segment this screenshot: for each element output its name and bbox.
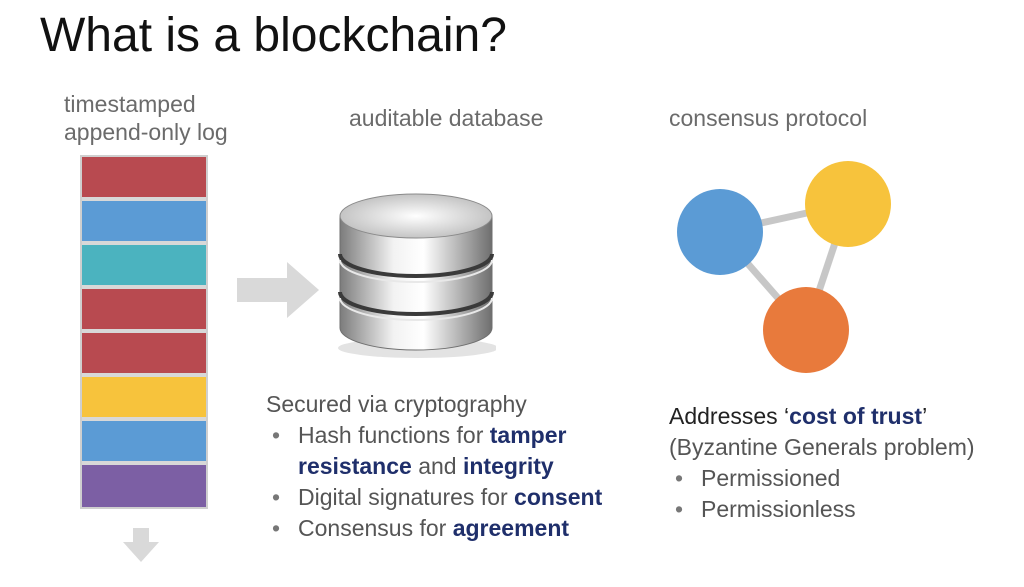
log-block <box>82 201 206 245</box>
bullet-signatures: Digital signatures for consent <box>266 482 666 513</box>
bullet-permissionless: Permissionless <box>669 494 1019 525</box>
right-arrow-icon <box>237 262 319 318</box>
log-block <box>82 377 206 421</box>
bullet-hash-text: Hash functions for <box>298 422 490 448</box>
bullet-consensus-text: Consensus for <box>298 515 453 541</box>
trust-heading-pre: Addresses ‘ <box>669 403 790 429</box>
log-block <box>82 157 206 201</box>
log-label-line2: append-only log <box>64 119 228 145</box>
database-label: auditable database <box>349 105 544 131</box>
log-block <box>82 245 206 289</box>
down-arrow-icon <box>123 528 159 562</box>
trust-bullets: Permissioned Permissionless <box>669 463 1019 525</box>
network-node-blue <box>677 189 763 275</box>
cryptography-text: Secured via cryptography Hash functions … <box>266 389 666 544</box>
consensus-label: consensus protocol <box>669 105 868 131</box>
bullet-hash-mid: and <box>411 453 463 479</box>
trust-subheading: (Byzantine Generals problem) <box>669 434 975 460</box>
append-only-log <box>80 155 208 509</box>
term-tamper: tamper <box>489 422 567 448</box>
trust-heading-post: ’ <box>922 403 928 429</box>
trust-heading: Addresses ‘cost of trust’ <box>669 401 1019 432</box>
term-consent: consent <box>514 484 603 510</box>
term-agreement: agreement <box>452 515 570 541</box>
bullet-consensus: Consensus for agreement <box>266 513 666 544</box>
term-resistance: resistance <box>298 453 412 479</box>
cryptography-heading: Secured via cryptography <box>266 391 527 417</box>
network-node-yellow <box>805 161 891 247</box>
database-icon <box>338 193 496 358</box>
trust-text: Addresses ‘cost of trust’ (Byzantine Gen… <box>669 401 1019 525</box>
network-node-orange <box>763 287 849 373</box>
log-label: timestamped append-only log <box>64 90 228 146</box>
log-block <box>82 289 206 333</box>
slide-title: What is a blockchain? <box>40 9 507 62</box>
consensus-network-icon <box>677 161 891 373</box>
term-cost-of-trust: cost of trust <box>789 403 923 429</box>
log-block <box>82 333 206 377</box>
log-block <box>82 421 206 465</box>
log-block <box>82 465 206 507</box>
bullet-permissioned: Permissioned <box>669 463 1019 494</box>
bullet-signatures-text: Digital signatures for <box>298 484 515 510</box>
log-label-line1: timestamped <box>64 91 196 117</box>
term-integrity: integrity <box>462 453 554 479</box>
